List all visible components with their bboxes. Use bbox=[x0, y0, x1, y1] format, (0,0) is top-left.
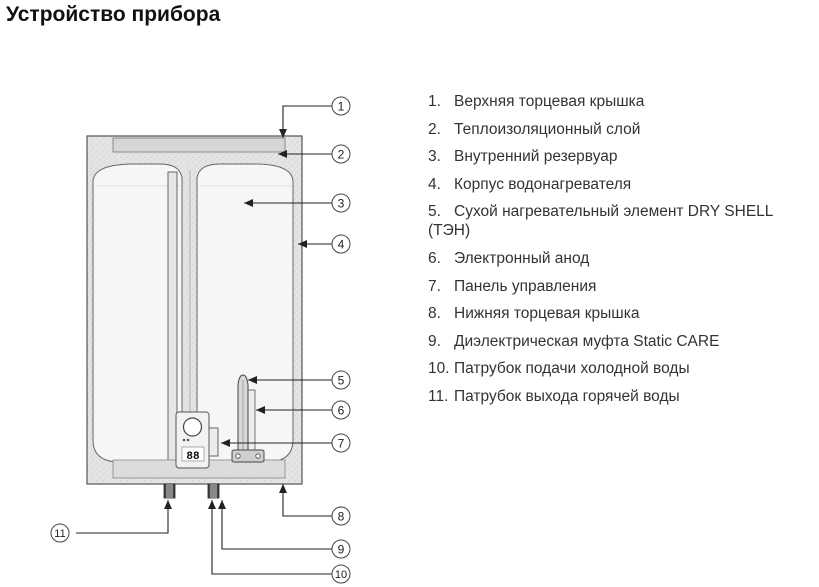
dielectric-coupling bbox=[208, 427, 219, 457]
svg-text:3: 3 bbox=[338, 197, 345, 211]
svg-text:2: 2 bbox=[338, 148, 345, 162]
callout-3: 3 bbox=[331, 193, 351, 213]
svg-text:7: 7 bbox=[338, 437, 345, 451]
cold-water-inlet bbox=[207, 483, 220, 499]
callout-6: 6 bbox=[331, 400, 351, 420]
display-digits: 88 bbox=[186, 451, 200, 463]
svg-text:6: 6 bbox=[338, 404, 345, 418]
legend-item: 11.Патрубок выхода горячей воды bbox=[428, 387, 680, 405]
svg-text:8: 8 bbox=[338, 510, 345, 524]
callout-2: 2 bbox=[331, 144, 351, 164]
hot-water-outlet bbox=[163, 483, 176, 499]
parts-legend: 1.Верхняя торцевая крышка 2.Теплоизоляци… bbox=[428, 92, 818, 415]
legend-item: 6.Электронный анод bbox=[428, 249, 590, 267]
heater-body: 88 bbox=[86, 135, 303, 499]
svg-text:5: 5 bbox=[338, 374, 345, 388]
legend-item: 3.Внутренний резервуар bbox=[428, 148, 618, 166]
callout-4: 4 bbox=[331, 234, 351, 254]
svg-text:11: 11 bbox=[54, 528, 65, 540]
legend-item: 10.Патрубок подачи холодной воды bbox=[428, 360, 690, 378]
callout-8: 8 bbox=[331, 506, 351, 526]
legend-item: 1.Верхняя торцевая крышка bbox=[428, 93, 645, 110]
callout-7: 7 bbox=[331, 433, 351, 453]
callout-5: 5 bbox=[331, 370, 351, 390]
callout-1: 1 bbox=[331, 96, 351, 116]
svg-text:4: 4 bbox=[338, 238, 345, 252]
legend-item: 4.Корпус водонагревателя bbox=[428, 175, 632, 193]
top-cover bbox=[112, 137, 286, 153]
electronic-anode bbox=[247, 389, 256, 451]
legend-item: 9.Диэлектрическая муфта Static CARE bbox=[428, 332, 720, 350]
legend-item: 5.Сухой нагревательный элемент DRY SHELL… bbox=[428, 203, 773, 240]
callout-11: 11 bbox=[50, 523, 70, 543]
callout-10: 10 bbox=[331, 564, 351, 584]
legend-item: 8.Нижняя торцевая крышка bbox=[428, 305, 640, 323]
legend-item: 7.Панель управления bbox=[428, 277, 597, 295]
callout-9: 9 bbox=[331, 539, 351, 559]
legend-item: 2.Теплоизоляционный слой bbox=[428, 120, 641, 138]
page-title: Устройство прибора bbox=[6, 3, 221, 26]
svg-text:10: 10 bbox=[335, 569, 347, 581]
control-panel: 88 bbox=[175, 411, 210, 469]
svg-text:9: 9 bbox=[338, 543, 345, 557]
svg-text:1: 1 bbox=[338, 100, 345, 114]
leader-lines bbox=[76, 105, 332, 575]
